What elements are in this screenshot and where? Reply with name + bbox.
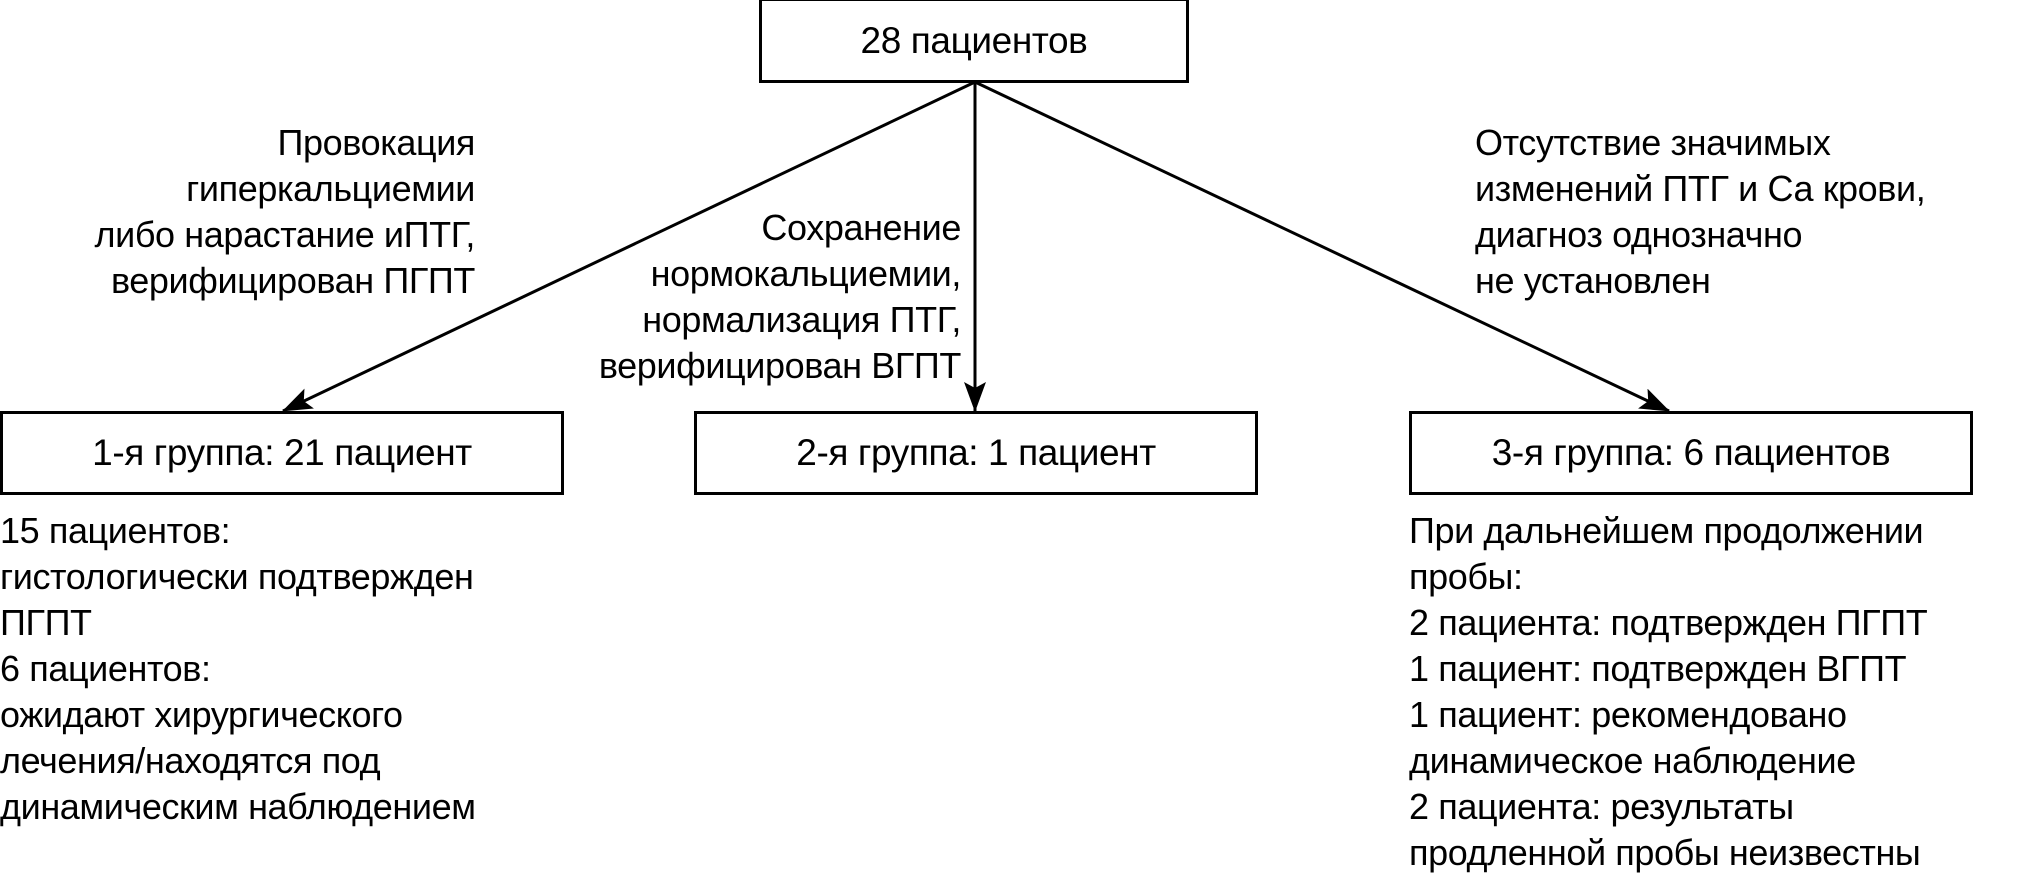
outcome-line: 2 пациента: результаты bbox=[1409, 786, 1794, 827]
outcome-line: лечения/находятся под bbox=[0, 740, 381, 781]
branch-2-condition: Сохранение нормокальциемии, нормализация… bbox=[598, 205, 962, 389]
outcome-line: динамическим наблюдением bbox=[0, 786, 476, 827]
arrow-to-group-3 bbox=[974, 80, 1670, 413]
outcome-line: продленной пробы неизвестны bbox=[1409, 832, 1921, 873]
group-1-label: 1-я группа: 21 пациент bbox=[92, 432, 472, 473]
outcome-line: динамическое наблюдение bbox=[1409, 740, 1856, 781]
group-3-label: 3-я группа: 6 пациентов bbox=[1491, 432, 1891, 473]
condition-line: Сохранение bbox=[761, 207, 961, 248]
condition-line: диагноз однозначно bbox=[1475, 214, 1803, 255]
branch-3-condition: Отсутствие значимых изменений ПТГ и Са к… bbox=[1475, 120, 1926, 304]
group-3-outcome: При дальнейшем продолжении пробы: 2 паци… bbox=[1409, 508, 1928, 876]
outcome-line: 1 пациент: подтвержден ВГПТ bbox=[1409, 648, 1907, 689]
group-1-box: 1-я группа: 21 пациент bbox=[0, 411, 564, 495]
outcome-line: 1 пациент: рекомендовано bbox=[1409, 694, 1847, 735]
outcome-line: 2 пациента: подтвержден ПГПТ bbox=[1409, 602, 1928, 643]
outcome-line: При дальнейшем продолжении bbox=[1409, 510, 1924, 551]
condition-line: нормализация ПТГ, bbox=[642, 299, 961, 340]
branch-1-condition: Провокация гиперкальциемии либо нарастан… bbox=[95, 120, 476, 304]
outcome-line: ожидают хирургического bbox=[0, 694, 403, 735]
group-3-box: 3-я группа: 6 пациентов bbox=[1409, 411, 1973, 495]
outcome-line: гистологически подтвержден bbox=[0, 556, 474, 597]
condition-line: Отсутствие значимых bbox=[1475, 122, 1831, 163]
condition-line: изменений ПТГ и Са крови, bbox=[1475, 168, 1926, 209]
condition-line: нормокальциемии, bbox=[650, 253, 962, 294]
outcome-line: ПГПТ bbox=[0, 602, 92, 643]
group-2-label: 2-я группа: 1 пациент bbox=[796, 432, 1156, 473]
outcome-line: пробы: bbox=[1409, 556, 1523, 597]
condition-line: верифицирован ПГПТ bbox=[110, 260, 475, 301]
root-node-box: 28 пациентов bbox=[759, 0, 1189, 83]
condition-line: гиперкальциемии bbox=[186, 168, 475, 209]
condition-line: Провокация bbox=[277, 122, 476, 163]
group-2-box: 2-я группа: 1 пациент bbox=[694, 411, 1258, 495]
condition-line: либо нарастание иПТГ, bbox=[94, 214, 476, 255]
root-node-label: 28 пациентов bbox=[860, 19, 1088, 61]
condition-line: не установлен bbox=[1475, 260, 1711, 301]
outcome-line: 15 пациентов: bbox=[0, 510, 231, 551]
group-1-outcome: 15 пациентов: гистологически подтвержден… bbox=[0, 508, 476, 830]
condition-line: верифицирован ВГПТ bbox=[598, 345, 962, 386]
outcome-line: 6 пациентов: bbox=[0, 648, 211, 689]
arrow-to-group-1 bbox=[282, 80, 976, 413]
